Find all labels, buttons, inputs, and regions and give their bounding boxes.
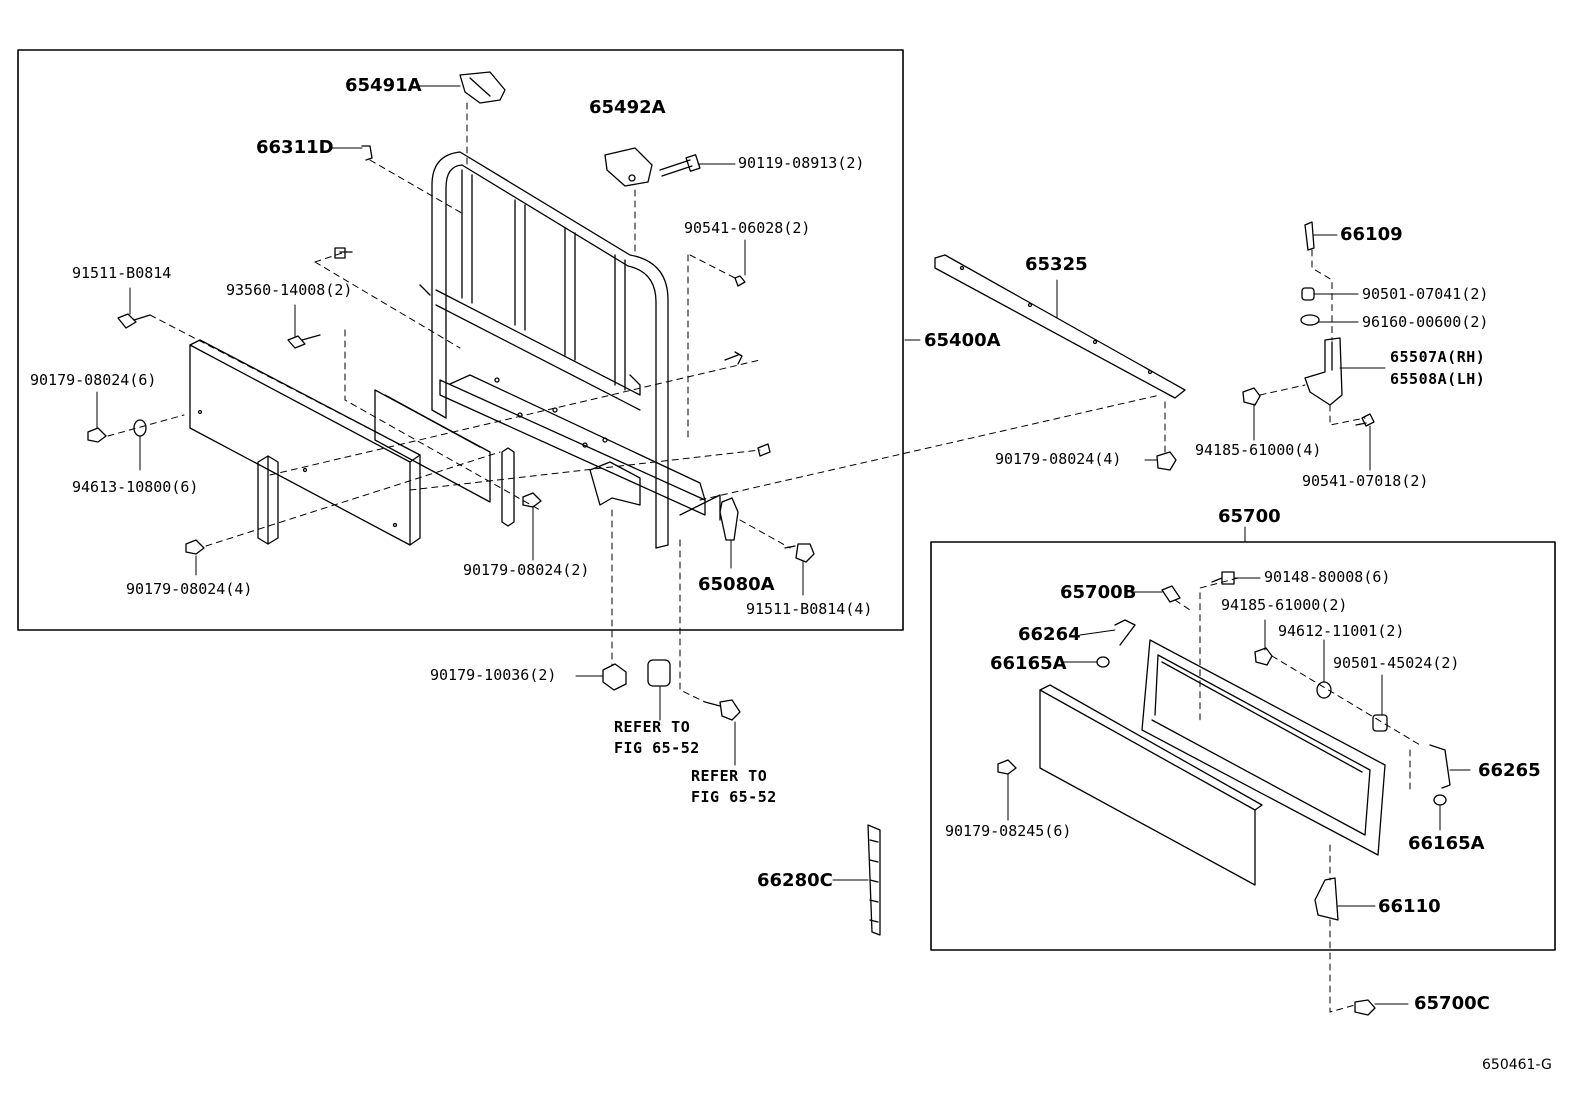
callout-66265: 66265 bbox=[1478, 760, 1541, 781]
bolt-91511 bbox=[118, 314, 150, 328]
callout-66264: 66264 bbox=[1018, 624, 1081, 645]
callout-65508A: 65508A(LH) bbox=[1390, 370, 1486, 388]
nut-94185-4 bbox=[1243, 388, 1260, 405]
callout-refer-1-b: FIG 65-52 bbox=[614, 739, 700, 757]
callout-65700: 65700 bbox=[1218, 506, 1281, 527]
tailgate-board bbox=[1040, 685, 1262, 885]
screw-90541-06028 bbox=[725, 276, 770, 456]
nut-90179-6 bbox=[88, 428, 106, 442]
callout-65080A: 65080A bbox=[698, 574, 775, 595]
callout-66109: 66109 bbox=[1340, 224, 1403, 245]
callout-91511-4: 91511-B0814(4) bbox=[746, 600, 873, 618]
callout-66110: 66110 bbox=[1378, 896, 1441, 917]
callout-90179-6: 90179-08024(6) bbox=[30, 371, 157, 389]
nut-90179-4-right bbox=[1157, 452, 1176, 470]
figure-code: 650461-G bbox=[1482, 1057, 1552, 1073]
callout-91511-top: 91511-B0814 bbox=[72, 264, 172, 282]
callout-90541-06028: 90541-06028(2) bbox=[684, 219, 811, 237]
hinge-65491A bbox=[460, 72, 505, 103]
callout-90148: 90148-80008(6) bbox=[1264, 568, 1391, 586]
nut-90179-4-left bbox=[186, 540, 204, 554]
chain-66280C bbox=[868, 825, 880, 935]
callout-refer-2-b: FIG 65-52 bbox=[691, 788, 777, 806]
headboard-frame bbox=[375, 152, 720, 548]
hook-65700B bbox=[1162, 586, 1180, 602]
tailgate-panel bbox=[1142, 640, 1385, 855]
washer-94613 bbox=[134, 420, 146, 436]
pin-66109 bbox=[1305, 222, 1314, 250]
dashed-guides bbox=[108, 103, 1420, 1012]
nut-90179-10036 bbox=[603, 664, 626, 690]
callout-65492A: 65492A bbox=[589, 97, 666, 118]
callout-90541-07018: 90541-07018(2) bbox=[1302, 472, 1429, 490]
lock-65080A bbox=[720, 498, 738, 540]
callout-65491A: 65491A bbox=[345, 75, 422, 96]
nut-94185-2 bbox=[1255, 648, 1272, 665]
callout-94612: 94612-11001(2) bbox=[1278, 622, 1405, 640]
lever-66264 bbox=[1115, 620, 1135, 645]
callout-66280C: 66280C bbox=[757, 870, 833, 891]
bolt-65700C bbox=[1355, 1000, 1375, 1015]
callout-refer-1-a: REFER TO bbox=[614, 718, 691, 736]
mount-refer-1 bbox=[648, 660, 670, 686]
callout-66311D: 66311D bbox=[256, 137, 334, 158]
cross-member-65325 bbox=[935, 255, 1185, 398]
hinge-65492A bbox=[605, 148, 652, 186]
nut-90179-2 bbox=[523, 493, 541, 507]
callout-90119: 90119-08913(2) bbox=[738, 154, 865, 172]
callout-90179-08245: 90179-08245(6) bbox=[945, 822, 1072, 840]
callout-65507A: 65507A(RH) bbox=[1390, 348, 1486, 366]
callout-94185-2: 94185-61000(2) bbox=[1221, 596, 1348, 614]
spring-90501-45024 bbox=[1373, 715, 1387, 731]
bolt-refer-2 bbox=[705, 700, 740, 720]
screw-90541-07018 bbox=[1356, 414, 1374, 426]
stay-left bbox=[258, 456, 278, 544]
tailgate-frame bbox=[931, 542, 1555, 950]
callout-90179-4-right: 90179-08024(4) bbox=[995, 450, 1122, 468]
callout-90501-45024: 90501-45024(2) bbox=[1333, 654, 1460, 672]
bushing-90501-07041 bbox=[1302, 288, 1314, 300]
callout-94613: 94613-10800(6) bbox=[72, 478, 199, 496]
cap-66165A-left bbox=[1097, 657, 1109, 667]
callout-90501-07041: 90501-07041(2) bbox=[1362, 285, 1489, 303]
clip-66311D bbox=[362, 146, 372, 160]
assembly-frame bbox=[18, 50, 903, 630]
callout-94185-4: 94185-61000(4) bbox=[1195, 441, 1322, 459]
lever-66265 bbox=[1430, 745, 1450, 788]
leader-lines bbox=[97, 86, 1470, 1004]
callout-93560: 93560-14008(2) bbox=[226, 281, 353, 299]
bracket-66110 bbox=[1315, 878, 1338, 920]
callout-90179-4-left: 90179-08024(4) bbox=[126, 580, 253, 598]
callout-90179-2: 90179-08024(2) bbox=[463, 561, 590, 579]
cap-66165A-right bbox=[1434, 795, 1446, 805]
callout-66165A-right: 66165A bbox=[1408, 833, 1485, 854]
bolt-90119 bbox=[660, 155, 700, 176]
bolt-93560 bbox=[288, 248, 352, 348]
callout-65700B: 65700B bbox=[1060, 582, 1137, 603]
callout-65325: 65325 bbox=[1025, 254, 1088, 275]
callout-65400A: 65400A bbox=[924, 330, 1001, 351]
callout-96160: 96160-00600(2) bbox=[1362, 313, 1489, 331]
hinge-65507A bbox=[1305, 338, 1342, 405]
callout-90179-10036: 90179-10036(2) bbox=[430, 666, 557, 684]
nut-90179-08245 bbox=[998, 760, 1016, 774]
callout-65700C: 65700C bbox=[1414, 993, 1490, 1014]
callout-66165A-left: 66165A bbox=[990, 653, 1067, 674]
bolt-91511-4 bbox=[785, 544, 814, 562]
stay-mid bbox=[502, 448, 514, 526]
washer-96160 bbox=[1301, 315, 1319, 325]
callout-refer-2-a: REFER TO bbox=[691, 767, 768, 785]
